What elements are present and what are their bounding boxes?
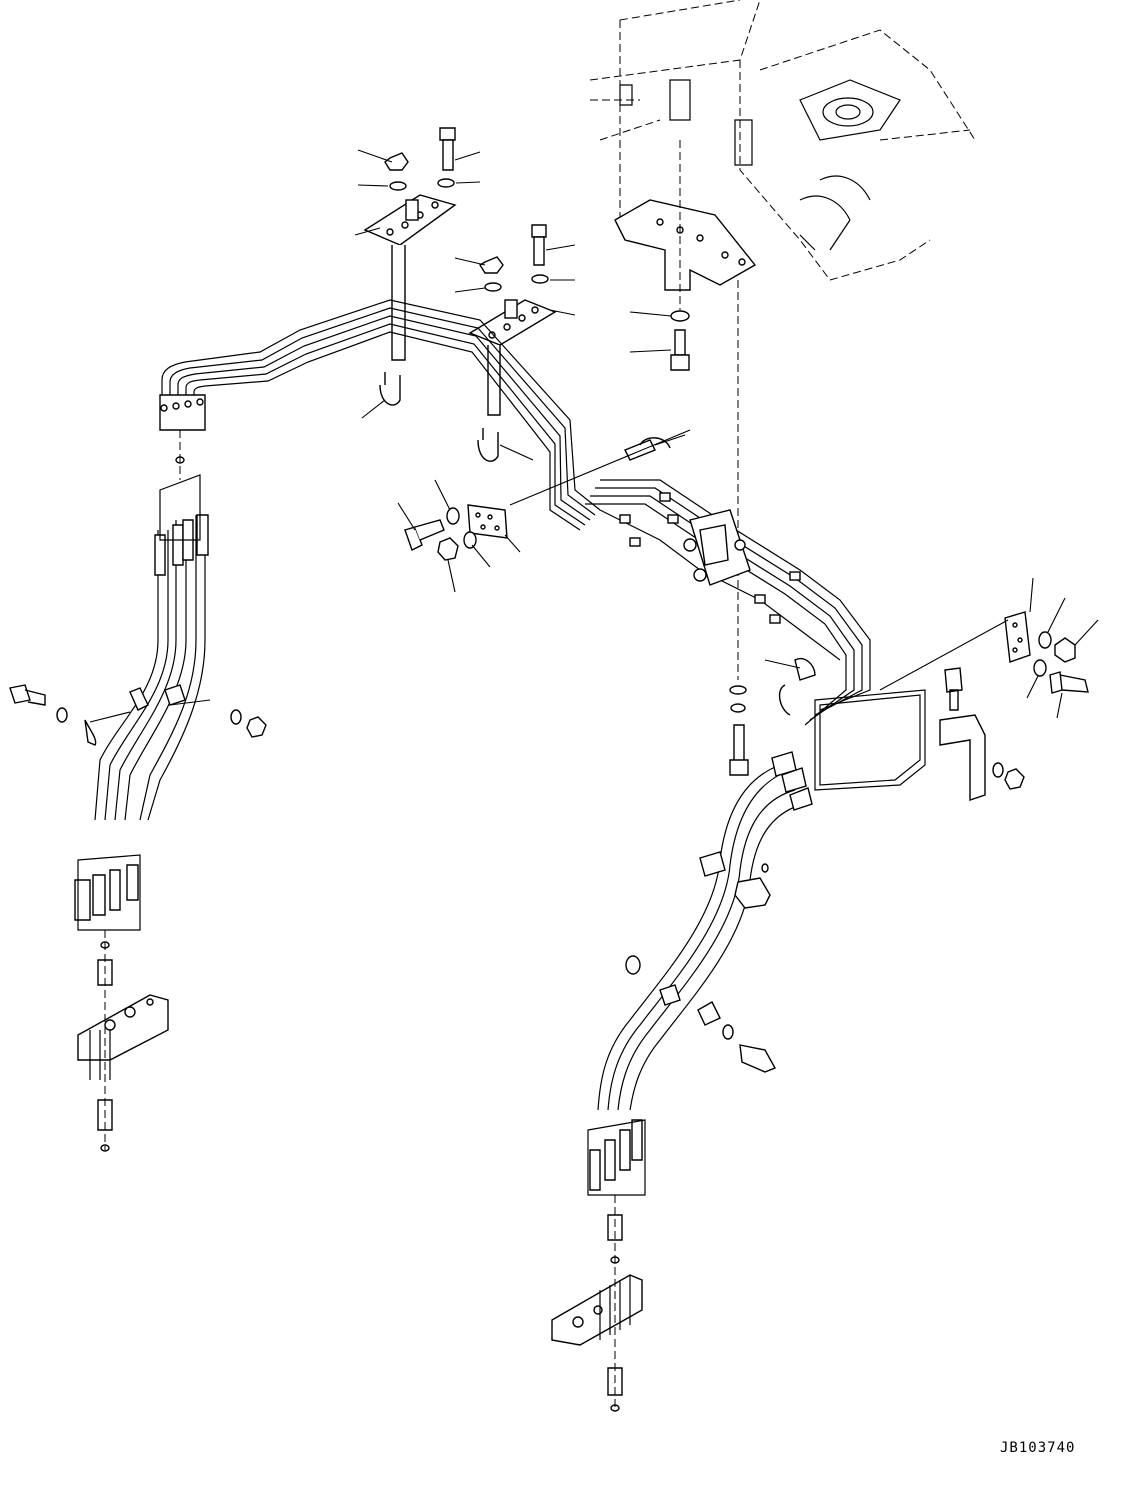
left-hose-group	[9, 474, 267, 1152]
clamp-assembly-2	[468, 224, 557, 462]
alignment-lines	[104, 430, 616, 1410]
frame-outline	[589, 0, 976, 281]
drawing-code: JB103740	[1000, 1440, 1076, 1456]
right-hose-group	[551, 751, 813, 1412]
bracket-bolt	[670, 310, 690, 371]
tube-bundle-upper	[159, 299, 601, 531]
clamp-assembly-1	[363, 127, 457, 406]
middle-bracket	[404, 437, 671, 561]
frame-bracket	[614, 140, 757, 680]
tube-bundle-middle	[585, 479, 871, 726]
right-bracket-assembly	[729, 611, 1089, 801]
callout-leaders	[89, 149, 1099, 723]
